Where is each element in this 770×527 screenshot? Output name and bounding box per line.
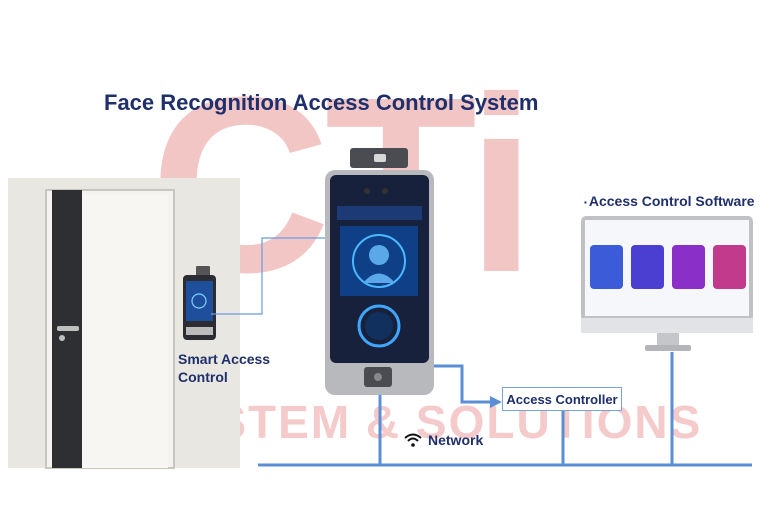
door-icon — [8, 178, 240, 469]
app-tile-1 — [590, 245, 623, 289]
arrow-icon — [490, 396, 502, 408]
smart-access-control-label: Smart Access Control — [178, 351, 271, 385]
face-terminal-icon — [325, 148, 434, 395]
app-tile-4 — [713, 245, 746, 289]
network-label: Network — [404, 432, 483, 448]
smart-access-terminal-icon — [183, 266, 216, 340]
access-controller-box: Access Controller — [502, 387, 622, 411]
connector-line — [211, 237, 326, 315]
app-tile-3 — [672, 245, 705, 289]
monitor-icon — [581, 216, 753, 351]
wifi-icon — [404, 433, 422, 447]
page-title: Face Recognition Access Control System — [104, 90, 539, 115]
network-lines — [258, 352, 752, 467]
app-tile-2 — [631, 245, 664, 289]
access-control-software-label: ▪Access Control Software — [584, 193, 755, 209]
